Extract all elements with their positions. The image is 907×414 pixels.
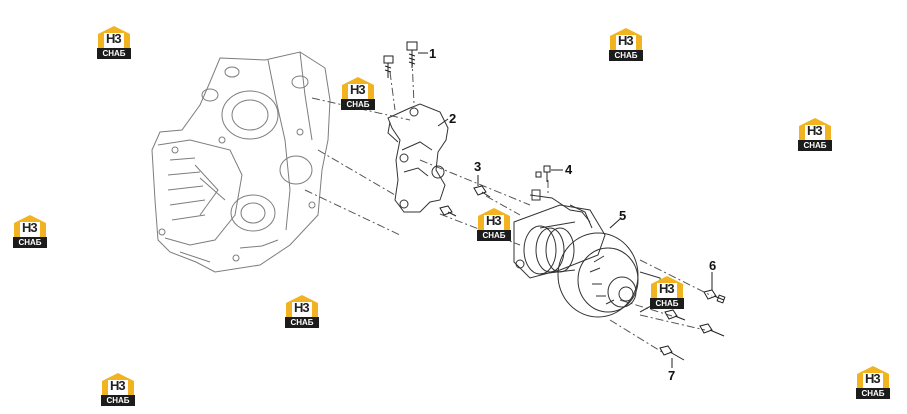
bolt-7c — [659, 345, 685, 361]
watermark-word: СНАБ — [101, 395, 135, 406]
watermark-word: СНАБ — [798, 140, 832, 151]
watermark-letters: H3 — [294, 300, 310, 315]
bolt-7a — [664, 309, 686, 321]
bolt-3 — [473, 185, 491, 198]
watermark-letters: H3 — [618, 33, 634, 48]
watermark-letters: H3 — [350, 82, 366, 97]
callout-2: 2 — [449, 111, 457, 126]
bolt-7b — [699, 323, 725, 337]
bolt-6 — [703, 289, 726, 304]
bolt-1 — [406, 41, 418, 68]
watermark-word: СНАБ — [856, 388, 890, 399]
watermark-word: СНАБ — [341, 99, 375, 110]
callout-6: 6 — [709, 258, 717, 273]
screw-4 — [535, 165, 551, 182]
bolt-1b — [383, 55, 394, 78]
watermark-word: СНАБ — [650, 298, 684, 309]
watermark-letters: H3 — [865, 371, 881, 386]
callout-3: 3 — [474, 159, 482, 174]
watermark-word: СНАБ — [609, 50, 643, 61]
callout-5: 5 — [619, 208, 627, 223]
watermark-letters: H3 — [110, 378, 126, 393]
watermark-letters: H3 — [106, 31, 122, 46]
callout-7: 7 — [668, 368, 676, 383]
bracket — [387, 103, 449, 213]
pump-assembly — [513, 189, 663, 318]
watermark-word: СНАБ — [97, 48, 131, 59]
callout-4: 4 — [565, 162, 573, 177]
watermark-letters: H3 — [22, 220, 38, 235]
watermark-letters: H3 — [807, 123, 823, 138]
watermark-letters: H3 — [486, 213, 502, 228]
watermark-letters: H3 — [659, 281, 675, 296]
bolt-left — [439, 205, 457, 217]
engine-front-cover — [151, 51, 331, 273]
watermark-word: СНАБ — [285, 317, 319, 328]
callout-1: 1 — [429, 46, 437, 61]
watermark-word: СНАБ — [477, 230, 511, 241]
watermark-word: СНАБ — [13, 237, 47, 248]
